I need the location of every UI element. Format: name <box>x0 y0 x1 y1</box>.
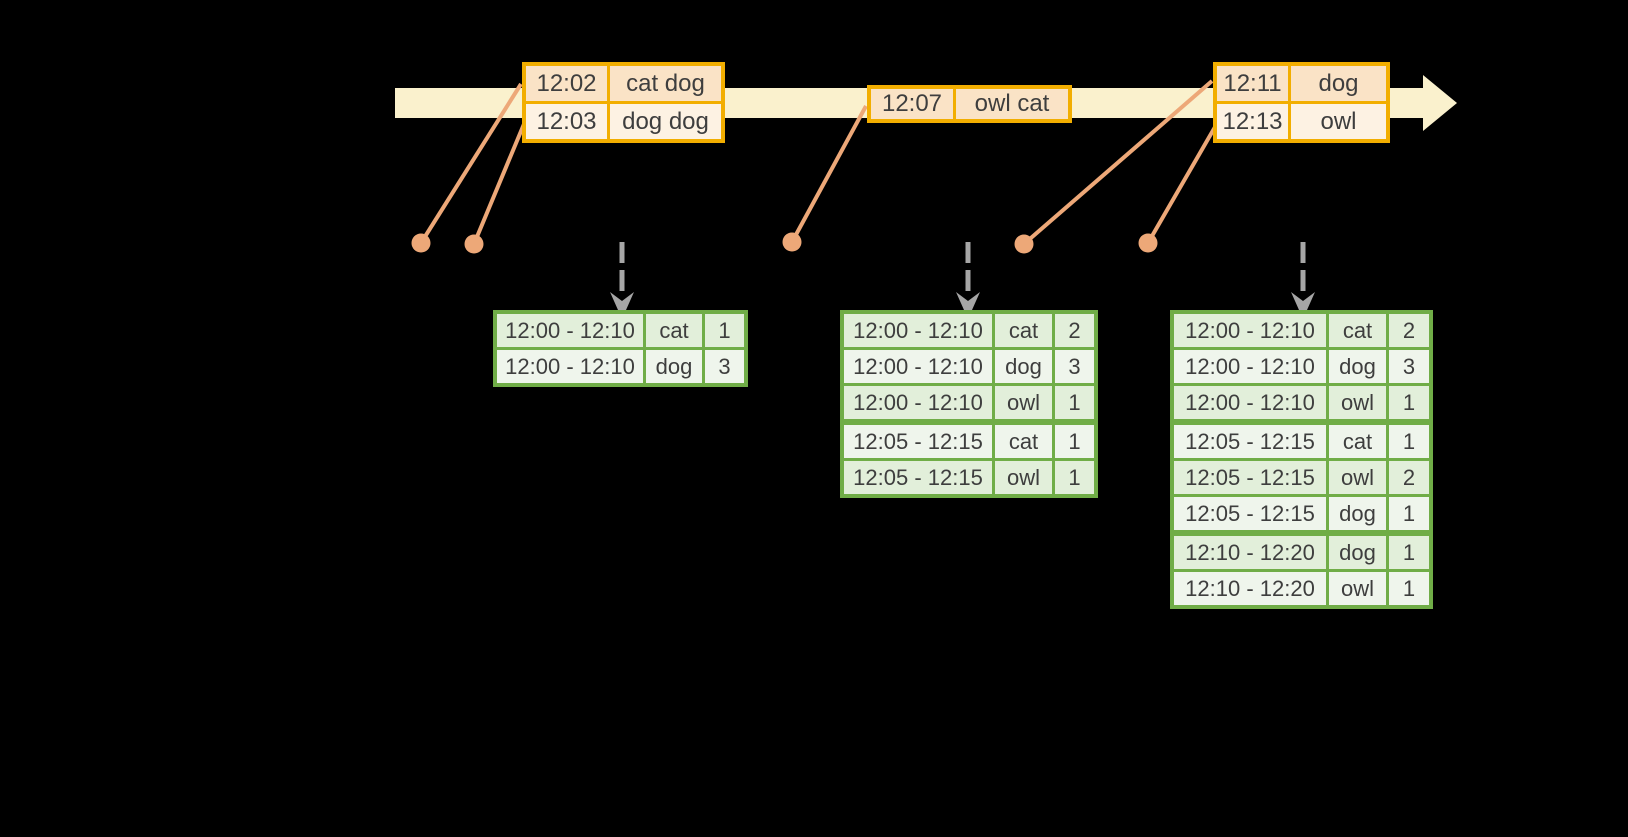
count-cell: 1 <box>1055 425 1094 458</box>
event-time: 12:11 <box>1217 66 1288 101</box>
event-table-3: 12:11 dog 12:13 owl <box>1213 62 1390 143</box>
count-cell: 3 <box>1055 350 1094 383</box>
window-cell: 12:00 - 12:10 <box>844 386 992 419</box>
table-row: 12:00 - 12:10 cat 1 <box>497 314 744 347</box>
table-row: 12:00 - 12:10 owl 1 <box>844 386 1094 419</box>
window-cell: 12:05 - 12:15 <box>1174 425 1326 458</box>
table-row: 12:05 - 12:15 cat 1 <box>844 425 1094 458</box>
count-cell: 3 <box>1389 350 1429 383</box>
table-row: 12:05 - 12:15 dog 1 <box>1174 497 1429 530</box>
word-cell: dog <box>995 350 1052 383</box>
table-row: 12:00 - 12:10 owl 1 <box>1174 386 1429 419</box>
window-cell: 12:05 - 12:15 <box>1174 497 1326 530</box>
table-row: 12:00 - 12:10 dog 3 <box>497 350 744 383</box>
count-cell: 1 <box>1389 536 1429 569</box>
word-cell: owl <box>1329 386 1386 419</box>
count-cell: 2 <box>1389 461 1429 494</box>
count-cell: 1 <box>1389 386 1429 419</box>
count-cell: 1 <box>1389 572 1429 605</box>
table-row: 12:10 - 12:20 dog 1 <box>1174 536 1429 569</box>
count-cell: 1 <box>1055 386 1094 419</box>
table-row: 12:05 - 12:15 cat 1 <box>1174 425 1429 458</box>
event-words: dog <box>1291 66 1386 101</box>
result-table-2: 12:00 - 12:10 cat 2 12:00 - 12:10 dog 3 … <box>840 310 1098 498</box>
event-table-1: 12:02 cat dog 12:03 dog dog <box>522 62 725 143</box>
word-cell: dog <box>646 350 702 383</box>
event-words: cat dog <box>610 66 721 101</box>
word-cell: owl <box>1329 572 1386 605</box>
window-cell: 12:00 - 12:10 <box>1174 386 1326 419</box>
window-cell: 12:10 - 12:20 <box>1174 536 1326 569</box>
result-table-1: 12:00 - 12:10 cat 1 12:00 - 12:10 dog 3 <box>493 310 748 387</box>
connector-line <box>1146 125 1217 245</box>
trigger-arrows <box>610 242 1315 319</box>
event-time: 12:02 <box>526 66 607 101</box>
word-cell: cat <box>995 425 1052 458</box>
event-table-2: 12:07 owl cat <box>867 85 1072 123</box>
window-cell: 12:05 - 12:15 <box>1174 461 1326 494</box>
window-cell: 12:10 - 12:20 <box>1174 572 1326 605</box>
window-cell: 12:00 - 12:10 <box>1174 314 1326 347</box>
word-cell: cat <box>1329 425 1386 458</box>
event-dot-icon <box>1014 234 1034 254</box>
event-dot-icon <box>1138 233 1158 253</box>
event-dot-icon <box>464 234 484 254</box>
timeline-arrowhead-icon <box>1423 75 1457 131</box>
count-cell: 2 <box>1055 314 1094 347</box>
window-cell: 12:00 - 12:10 <box>497 314 643 347</box>
word-cell: cat <box>646 314 702 347</box>
window-cell: 12:00 - 12:10 <box>497 350 643 383</box>
word-cell: dog <box>1329 536 1386 569</box>
word-cell: owl <box>995 386 1052 419</box>
result-table-3: 12:00 - 12:10 cat 2 12:00 - 12:10 dog 3 … <box>1170 310 1433 609</box>
event-time: 12:07 <box>871 89 953 119</box>
window-cell: 12:05 - 12:15 <box>844 425 992 458</box>
window-cell: 12:00 - 12:10 <box>844 350 992 383</box>
word-cell: cat <box>995 314 1052 347</box>
word-cell: dog <box>1329 497 1386 530</box>
count-cell: 1 <box>1389 497 1429 530</box>
count-cell: 2 <box>1389 314 1429 347</box>
table-row: 12:00 - 12:10 cat 2 <box>1174 314 1429 347</box>
table-row: 12:10 - 12:20 owl 1 <box>1174 572 1429 605</box>
window-cell: 12:05 - 12:15 <box>844 461 992 494</box>
word-cell: owl <box>1329 461 1386 494</box>
event-dots <box>411 232 1158 254</box>
event-words: owl <box>1291 104 1386 139</box>
count-cell: 1 <box>705 314 744 347</box>
table-row: 12:00 - 12:10 cat 2 <box>844 314 1094 347</box>
event-words: owl cat <box>956 89 1068 119</box>
table-row: 12:00 - 12:10 dog 3 <box>1174 350 1429 383</box>
word-cell: owl <box>995 461 1052 494</box>
event-words: dog dog <box>610 104 721 139</box>
event-dot-icon <box>782 232 802 252</box>
event-time: 12:03 <box>526 104 607 139</box>
word-cell: cat <box>1329 314 1386 347</box>
table-row: 12:00 - 12:10 dog 3 <box>844 350 1094 383</box>
count-cell: 3 <box>705 350 744 383</box>
connector-line <box>472 123 526 245</box>
count-cell: 1 <box>1055 461 1094 494</box>
window-cell: 12:00 - 12:10 <box>844 314 992 347</box>
table-row: 12:05 - 12:15 owl 1 <box>844 461 1094 494</box>
connector-line <box>790 105 868 243</box>
event-dot-icon <box>411 233 431 253</box>
count-cell: 1 <box>1389 425 1429 458</box>
word-cell: dog <box>1329 350 1386 383</box>
table-row: 12:05 - 12:15 owl 2 <box>1174 461 1429 494</box>
event-time: 12:13 <box>1217 104 1288 139</box>
window-cell: 12:00 - 12:10 <box>1174 350 1326 383</box>
